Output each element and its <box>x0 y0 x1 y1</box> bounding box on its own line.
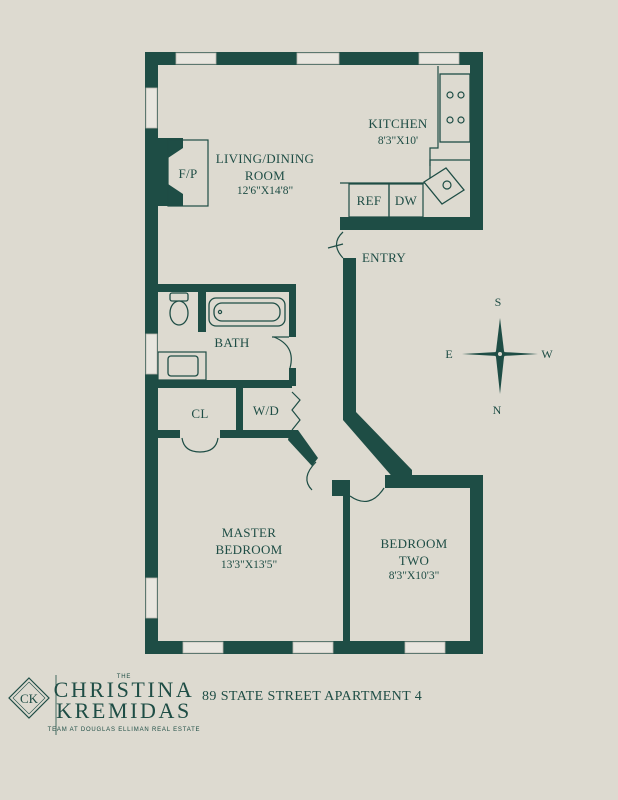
master-bedroom-name2: BEDROOM <box>215 542 282 557</box>
walls <box>145 52 483 654</box>
brand-logo: CK THE CHRISTINA KREMIDAS TEAM AT DOUGLA… <box>8 674 201 735</box>
bedroom-two-size: 8'3"X10'3" <box>389 570 440 582</box>
kitchen-name: KITCHEN <box>368 116 427 131</box>
compass-west: W <box>541 347 553 361</box>
room-labels: LIVING/DINING ROOM 12'6"X14'8" KITCHEN 8… <box>179 116 448 582</box>
monogram-letters: CK <box>20 691 39 706</box>
master-bedroom-name: MASTER <box>222 525 277 540</box>
windows <box>145 52 460 654</box>
compass-rose-icon <box>462 318 538 394</box>
property-address: 89 STATE STREET APARTMENT 4 <box>202 689 422 704</box>
brand-the: THE <box>117 674 131 680</box>
kitchen-size: 8'3"X10' <box>378 135 418 147</box>
washer-dryer-label: W/D <box>253 403 279 418</box>
brand-line2: KREMIDAS <box>56 698 192 723</box>
dw-label: DW <box>395 193 418 208</box>
bath-label: BATH <box>214 335 249 350</box>
bedroom-two-name2: TWO <box>399 553 430 568</box>
bedroom-two-name: BEDROOM <box>380 536 447 551</box>
master-bedroom-size: 13'3"X13'5" <box>221 559 277 571</box>
fixtures <box>157 66 471 503</box>
compass: S N E W <box>445 295 553 417</box>
fireplace-label: F/P <box>179 166 198 181</box>
compass-north: N <box>493 403 502 417</box>
living-room-size: 12'6"X14'8" <box>237 185 293 197</box>
brand-tagline: TEAM AT DOUGLAS ELLIMAN REAL ESTATE <box>48 727 201 733</box>
brand-line1: CHRISTINA <box>54 677 195 702</box>
closet-label: CL <box>191 406 208 421</box>
compass-south: S <box>495 295 502 309</box>
living-room-name2: ROOM <box>245 168 285 183</box>
ref-label: REF <box>357 193 382 208</box>
living-room-name: LIVING/DINING <box>216 151 315 166</box>
compass-east: E <box>445 347 452 361</box>
monogram-icon: CK <box>8 677 50 719</box>
entry-label: ENTRY <box>362 250 406 265</box>
